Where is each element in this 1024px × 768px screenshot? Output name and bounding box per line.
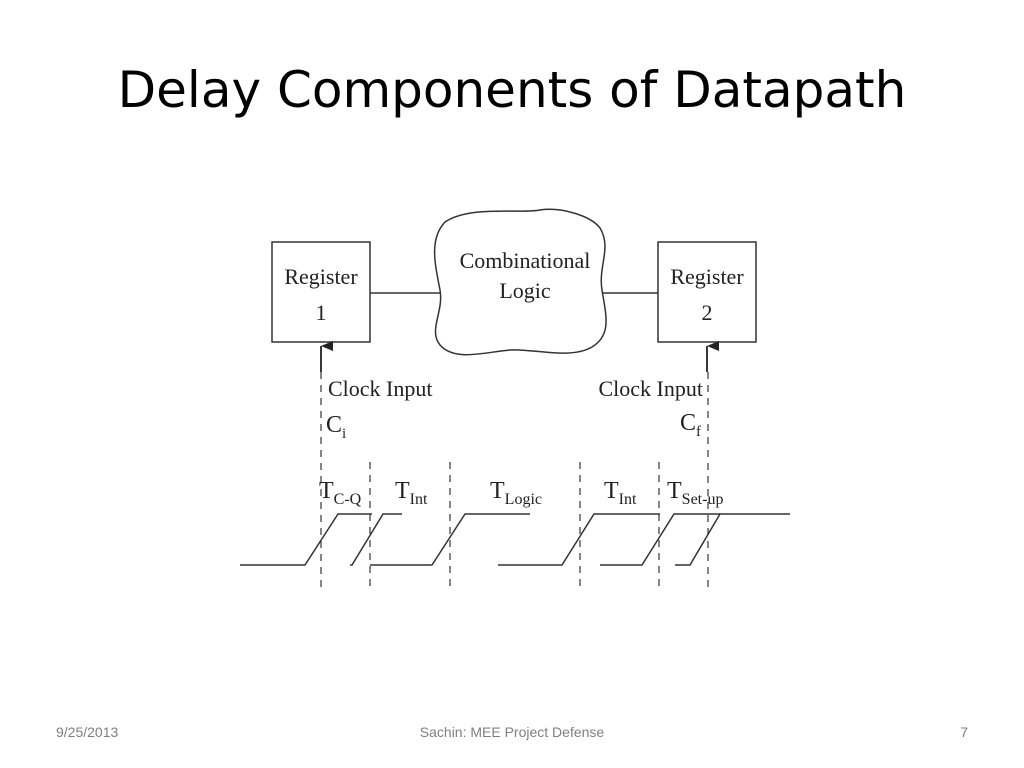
timing-labels: TC-Q TInt TLogic TInt TSet-up [319,478,723,508]
register-2-number: 2 [702,300,713,325]
register-1-box [271,241,371,343]
register-2-label: Register [670,264,744,289]
timing-label-tcq: TC-Q [319,478,362,508]
waveform-clock-to-q [240,513,372,566]
timing-label-tsetup: TSet-up [667,478,723,508]
clock-1-symbol: Ci [326,412,346,442]
slide-title: Delay Components of Datapath [117,61,907,119]
register-2: Register 2 [657,241,757,343]
waveform-setup [675,513,790,566]
waveform-logic-in-register2 [498,513,660,566]
logic-cloud-outline [433,208,607,356]
waveform-interconnect-2 [600,513,720,566]
register-1-label: Register [284,264,358,289]
footer-page-number: 7 [960,724,968,740]
footer-presentation-title: Sachin: MEE Project Defense [419,724,605,740]
combinational-logic-cloud: Combinational Logic [433,208,607,356]
register-2-box [657,241,757,343]
clock-2-symbol: Cf [680,410,701,440]
footer-date: 9/25/2013 [56,724,119,740]
waveforms [240,513,790,566]
waveform-logic-out [370,513,530,566]
timing-label-tint-1: TInt [395,478,428,508]
waveform-interconnect-1 [350,513,402,566]
timing-label-tlogic: TLogic [490,478,542,508]
register-1: Register 1 [271,241,371,343]
timing-guides [320,372,709,590]
register-1-number: 1 [316,300,327,325]
logic-label-line1: Combinational [460,248,591,273]
clock-2-label: Clock Input [599,376,704,401]
clock-1-label: Clock Input [328,376,433,401]
timing-label-tint-2: TInt [604,478,637,508]
logic-label-line2: Logic [499,278,551,303]
